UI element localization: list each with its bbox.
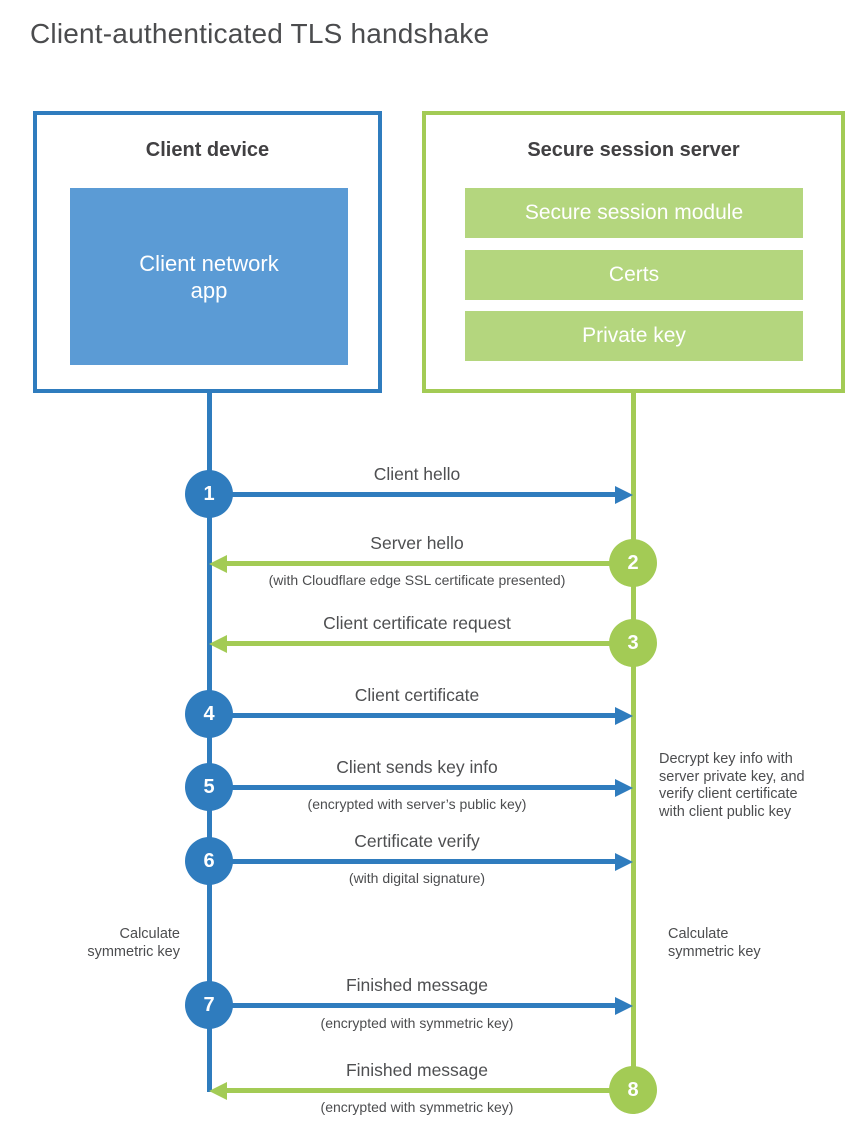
step-4-marker: 4 (185, 690, 233, 738)
step-1-marker: 1 (185, 470, 233, 518)
page-title: Client-authenticated TLS handshake (30, 18, 490, 49)
step-3-label: Client certificate request (323, 613, 511, 633)
step-3-arrow-left (209, 634, 633, 653)
client-device-title: Client device (145, 139, 270, 161)
step-5-arrow-right (209, 778, 633, 797)
client-device-box: Client device Client network app (33, 111, 382, 393)
step-6-label: Certificate verify (354, 831, 480, 851)
server-module-secure-session-module: Secure session module (465, 188, 803, 238)
step-2-marker: 2 (609, 539, 657, 587)
decrypt-key-info-note: Decrypt key info with server private key… (659, 751, 805, 820)
step-8-marker: 8 (609, 1066, 657, 1114)
step-8-sublabel: (encrypted with symmetric key) (320, 1099, 514, 1115)
server-lifeline (631, 393, 636, 1090)
secure-session-server-box: Secure session server Secure session mod… (422, 111, 845, 393)
step-6-sublabel: (with digital signature) (348, 870, 486, 886)
calculate-symmetric-key-server-note: Calculate symmetric key (668, 926, 761, 960)
step-5-sublabel: (encrypted with server’s public key) (307, 796, 527, 812)
step-1-arrow-right (209, 485, 633, 504)
step-7-label: Finished message (345, 975, 489, 995)
client-network-app-box: Client network app (70, 188, 348, 365)
step-1-label: Client hello (373, 464, 461, 484)
step-7-marker: 7 (185, 981, 233, 1029)
step-2-label: Server hello (370, 533, 464, 553)
step-5-marker: 5 (185, 763, 233, 811)
step-8-arrow-left (209, 1081, 633, 1100)
client-network-app-label: Client network app (139, 250, 279, 303)
step-7-arrow-right (209, 996, 633, 1015)
step-4-label: Client certificate (354, 685, 480, 705)
step-2-arrow-left (209, 554, 633, 573)
step-4-arrow-right (209, 706, 633, 725)
step-5-label: Client sends key info (336, 757, 498, 777)
step-7-sublabel: (encrypted with symmetric key) (320, 1015, 514, 1031)
step-3-marker: 3 (609, 619, 657, 667)
calculate-symmetric-key-client-note: Calculate symmetric key (87, 926, 180, 960)
step-2-sublabel: (with Cloudflare edge SSL certificate pr… (268, 572, 566, 588)
secure-session-server-title: Secure session server (527, 139, 740, 161)
server-module-private-key: Private key (465, 311, 803, 361)
step-6-arrow-right (209, 852, 633, 871)
server-module-certs: Certs (465, 250, 803, 300)
client-lifeline (207, 393, 212, 1092)
step-8-label: Finished message (345, 1060, 489, 1080)
step-6-marker: 6 (185, 837, 233, 885)
